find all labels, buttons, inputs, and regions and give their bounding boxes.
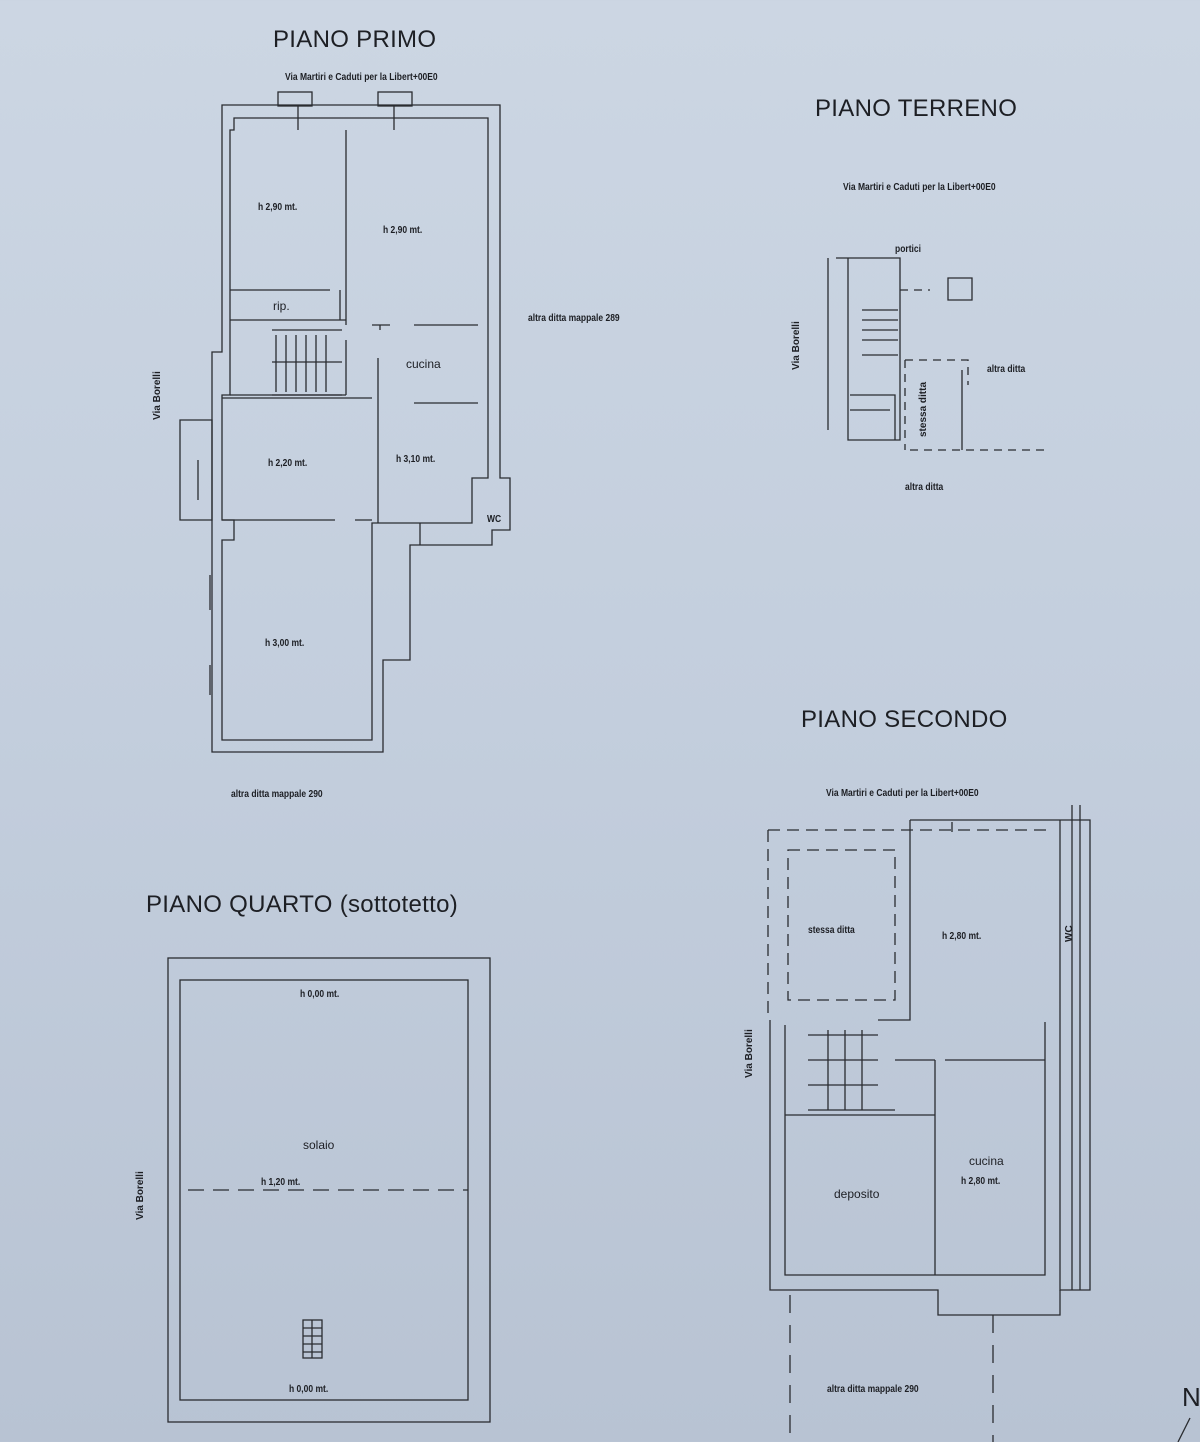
area-label: altra ditta — [987, 364, 1026, 375]
room-label: cucina — [406, 357, 441, 371]
room-label: h 3,10 mt. — [396, 454, 436, 465]
plan-quarto — [167, 957, 491, 1423]
street-label: Via Borelli — [791, 321, 802, 370]
plan-secondo — [767, 805, 1091, 1442]
title-piano-quarto: PIANO QUARTO (sottotetto) — [146, 891, 459, 918]
room-label: h 3,00 mt. — [265, 638, 305, 649]
area-label: altra ditta — [905, 482, 944, 493]
room-label: solaio — [303, 1138, 335, 1152]
room-label: h 2,20 mt. — [268, 458, 308, 469]
height-label: h 0,00 mt. — [289, 1384, 329, 1395]
neighbor-label: altra ditta mappale 289 — [528, 313, 620, 324]
street-label: Via Borelli — [152, 371, 163, 420]
room-label: cucina — [969, 1154, 1004, 1168]
room-label: WC — [487, 514, 502, 525]
height-label: h 1,20 mt. — [261, 1177, 301, 1188]
street-label: Via Martiri e Caduti per la Libert+00E0 — [843, 182, 996, 193]
street-label: Via Borelli — [135, 1171, 146, 1220]
height-label: h 0,00 mt. — [300, 989, 340, 1000]
title-piano-terreno: PIANO TERRENO — [815, 95, 1018, 122]
street-label: Via Borelli — [744, 1029, 755, 1078]
area-label: portici — [895, 244, 921, 255]
room-label: rip. — [273, 299, 290, 313]
title-piano-secondo: PIANO SECONDO — [801, 706, 1008, 733]
north-arrow — [1177, 1417, 1191, 1442]
north-label: N — [1182, 1382, 1200, 1412]
room-label: WC — [1064, 925, 1075, 942]
neighbor-label: altra ditta mappale 290 — [231, 789, 323, 800]
title-piano-primo: PIANO PRIMO — [273, 26, 437, 53]
area-label: stessa ditta — [918, 381, 929, 437]
plan-primo — [179, 91, 511, 753]
room-label: stessa ditta — [808, 925, 855, 936]
neighbor-label: altra ditta mappale 290 — [827, 1384, 919, 1395]
room-label: h 2,80 mt. — [961, 1176, 1001, 1187]
room-label: h 2,80 mt. — [942, 931, 982, 942]
room-label: deposito — [834, 1187, 880, 1201]
street-label: Via Martiri e Caduti per la Libert+00E0 — [826, 788, 979, 799]
room-label: h 2,90 mt. — [383, 225, 423, 236]
plan-terreno — [827, 257, 1045, 451]
room-label: h 2,90 mt. — [258, 202, 298, 213]
street-label: Via Martiri e Caduti per la Libert+00E0 — [285, 72, 438, 83]
